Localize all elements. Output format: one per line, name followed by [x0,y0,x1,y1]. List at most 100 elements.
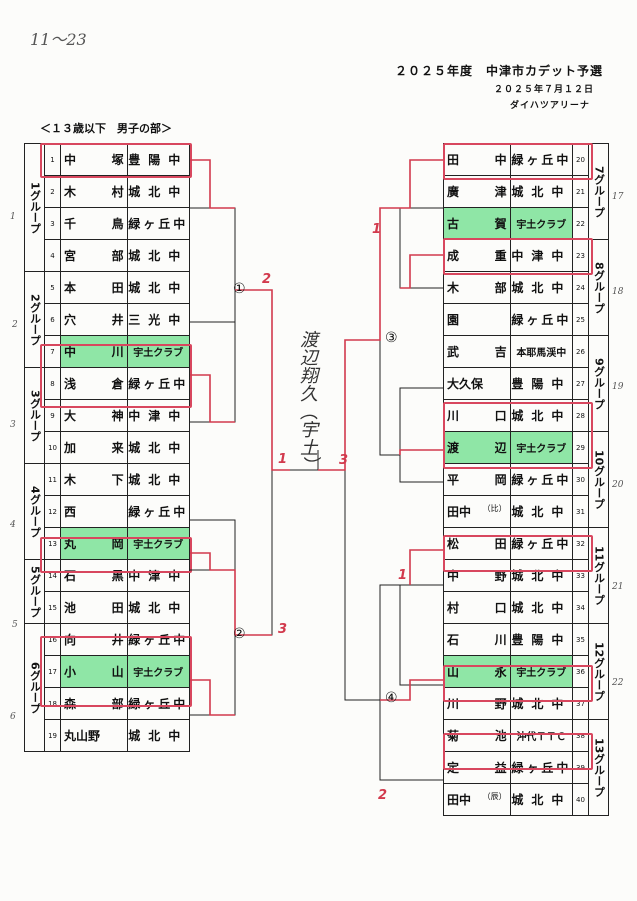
school-text: 城北中 [128,441,189,455]
player-school: 城北中 [509,271,574,304]
name-part: 山 [447,665,460,679]
name-part: 石 [447,633,460,647]
name-part: （比） [482,504,507,513]
school-text: 豊陽中 [511,633,572,647]
group-label: 8グループ [587,239,610,336]
player-number: 37 [572,687,589,720]
score-mark-6: 1 [398,568,408,583]
school-text: 城北中 [511,601,572,615]
player-number: 40 [572,783,589,816]
player-name: 川野 [443,687,511,720]
margin-note-12: 22 [612,678,624,688]
group-label: 13グループ [587,719,610,816]
player-school: 宇土クラブ [126,335,191,368]
player-name: 石黒 [59,559,128,592]
school-text: 城北中 [128,185,189,199]
player-name: 川口 [443,399,511,432]
name-part: 賀 [494,217,507,231]
winner-note: 渡辺翔久（宇土） [297,330,318,474]
name-part: 津 [494,185,507,199]
school-text: 緑ヶ丘中 [128,377,189,391]
player-school: 城北中 [509,783,574,816]
player-name: 加来 [59,431,128,464]
school-text: 豊陽中 [128,153,189,167]
name-part: 宮 [63,249,76,263]
school-text: 緑ヶ丘中 [511,537,572,551]
name-part: 川 [111,345,124,359]
player-name: 廣津 [443,175,511,208]
player-name: 園 [443,303,511,336]
school-text: 中津中 [511,249,572,263]
name-part: 中 [63,345,76,359]
event-date: ２０２５年７月１２日 [494,85,595,95]
name-part: 渡 [447,441,460,455]
name-part: 野 [494,569,507,583]
player-school: 緑ヶ丘中 [126,687,191,720]
margin-note-4: 4 [10,520,16,530]
player-name: 武吉 [443,335,511,368]
page-title: ２０２５年度 中津市カデット予選 [395,64,604,78]
margin-note-10: 20 [612,480,624,490]
player-school: 城北中 [509,591,574,624]
group-label: 2グループ [23,271,46,368]
margin-note-1: 1 [10,212,16,222]
name-part: 辺 [494,441,507,455]
player-name: 定益 [443,751,511,784]
school-text: 緑ヶ丘中 [511,153,572,167]
player-name: 小山 [59,655,128,688]
name-part: 本 [63,281,76,295]
player-name: 古賀 [443,207,511,240]
player-name: 千鳥 [59,207,128,240]
margin-note-7: 17 [612,192,624,202]
player-name: 石川 [443,623,511,656]
player-school: 城北中 [126,719,191,752]
player-school: 城北中 [509,175,574,208]
name-part: 田 [111,281,124,295]
block-marker-4: ④ [385,690,398,706]
name-part: 岡 [494,473,507,487]
player-name: 丸山野 [59,719,128,752]
player-school: 中津中 [126,399,191,432]
player-school: 沖代ＴＴＣ [509,719,574,752]
name-part: 千 [63,217,76,231]
player-school: 緑ヶ丘中 [509,303,574,336]
name-part: 田 [447,153,460,167]
name-part: 丸 [63,537,76,551]
name-part: 廣 [447,185,460,199]
school-text: 城北中 [128,249,189,263]
name-part: 木 [447,281,460,295]
name-part: 田中 [447,793,472,807]
school-text: 本耶馬渓中 [516,348,567,359]
player-school: 緑ヶ丘中 [126,367,191,400]
school-text: 宇土クラブ [133,540,184,551]
name-part: 部 [111,249,124,263]
school-text: 宇土クラブ [516,220,567,231]
name-part: 大 [63,409,76,423]
name-part: 村 [447,601,460,615]
name-part: 中 [494,153,507,167]
school-text: 城北中 [128,281,189,295]
name-part: 園 [447,313,460,327]
player-school: 宇土クラブ [126,655,191,688]
player-name: 本田 [59,271,128,304]
player-school: 緑ヶ丘中 [509,527,574,560]
name-part: 部 [111,697,124,711]
margin-note-8: 18 [612,287,624,297]
school-text: 城北中 [511,793,572,807]
name-part: 川 [447,409,460,423]
